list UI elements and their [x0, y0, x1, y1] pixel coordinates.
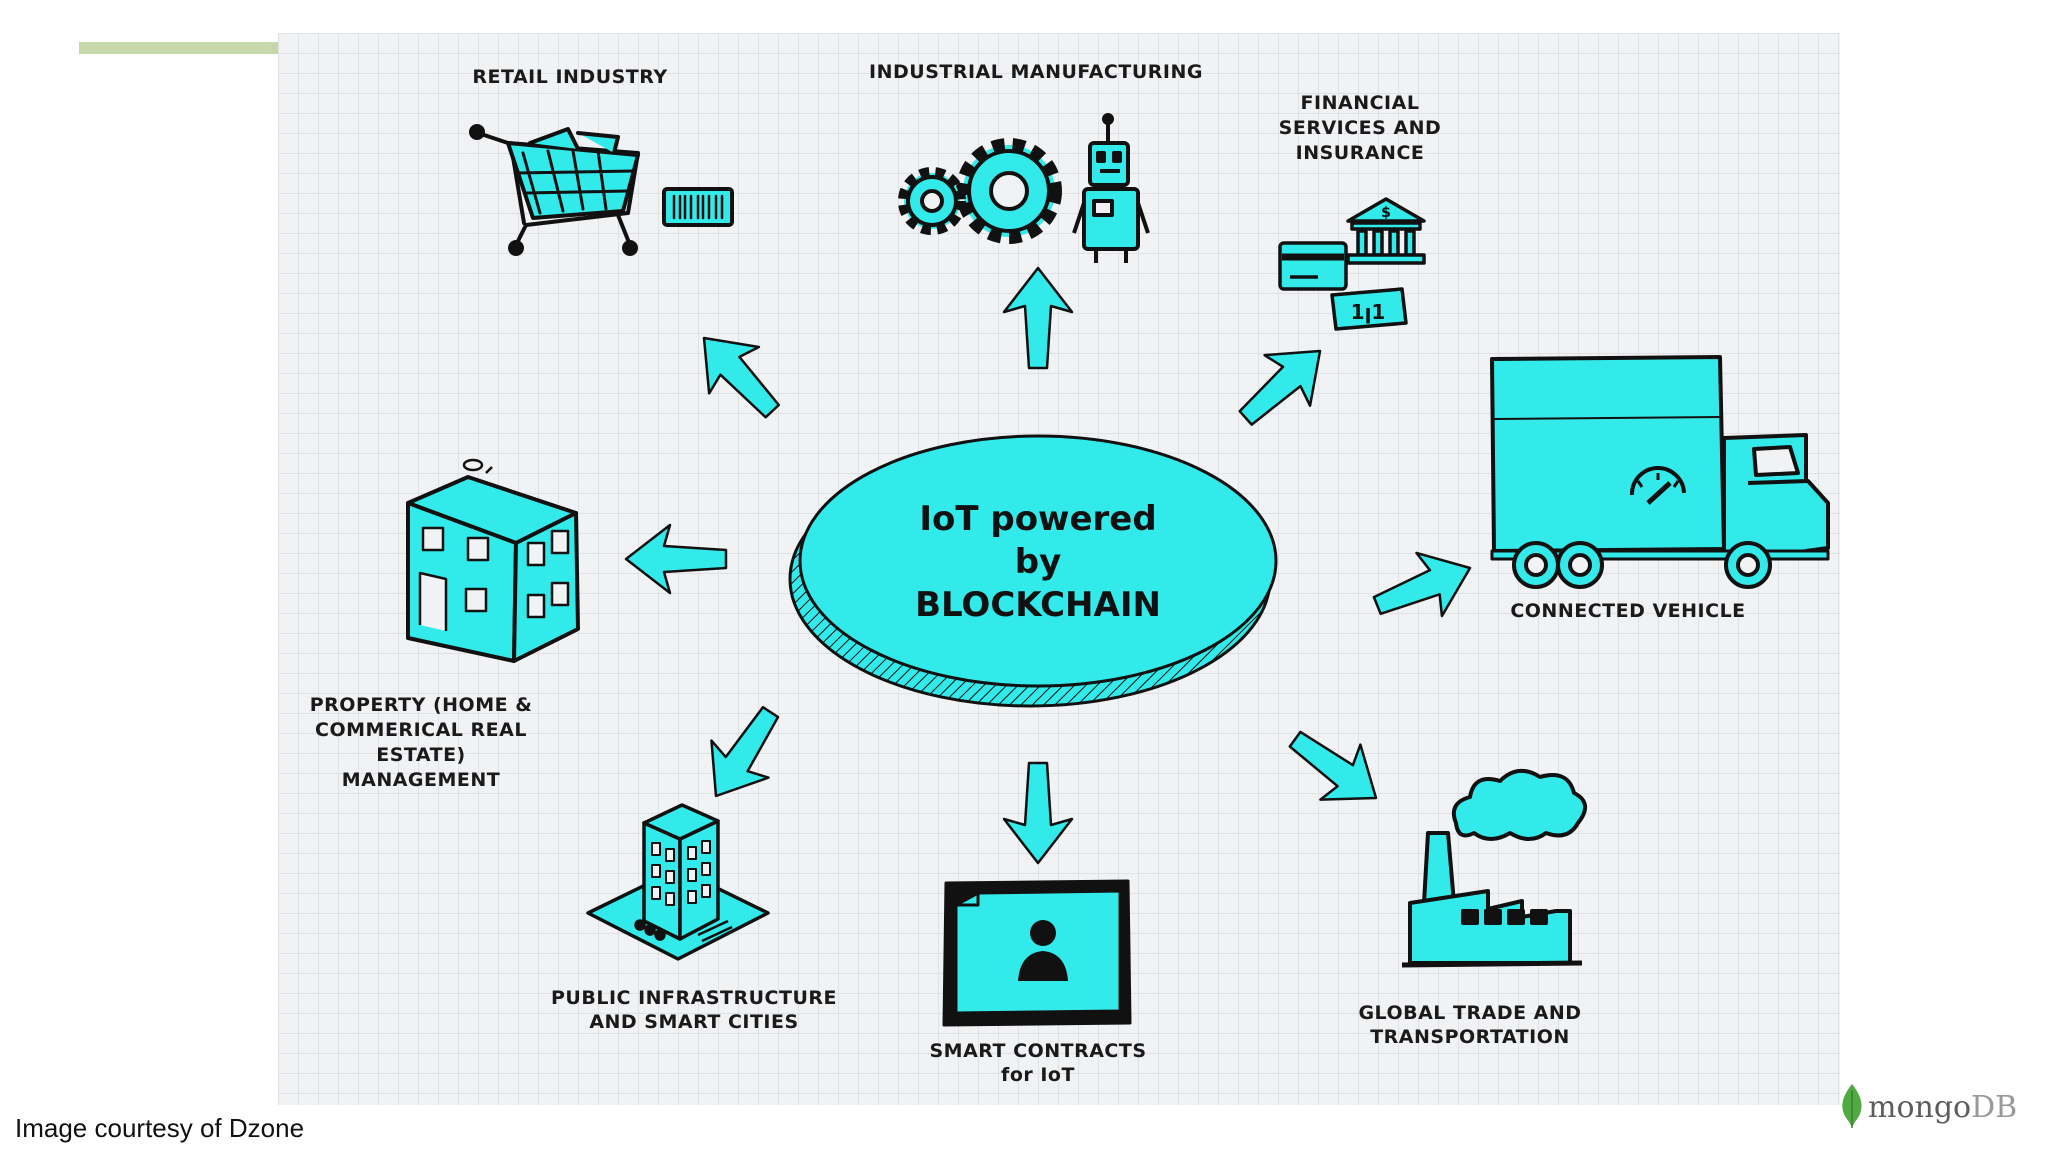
arrow-vehicle [1363, 535, 1484, 639]
house-building-icon [406, 458, 580, 663]
arrow-infrastructure [686, 692, 801, 816]
trade-label-line2: TRANSPORTATION [1370, 1026, 1570, 1048]
arrow-contracts [1002, 761, 1074, 865]
logo-text-db: DB [1971, 1090, 2018, 1125]
contracts-label-line1: SMART CONTRACTS [929, 1040, 1146, 1062]
bank-card-icon: $ 1ꞁ1 [1278, 197, 1426, 331]
logo-wordmark: mongoDB [1868, 1090, 2017, 1125]
logo-text-main: mongo [1868, 1090, 1972, 1125]
property-label-line4: MANAGEMENT [342, 769, 501, 791]
arrow-financial [1221, 324, 1345, 445]
contracts-label-line2: for IoT [1001, 1064, 1075, 1086]
property-label-line1: PROPERTY (HOME & [310, 694, 533, 716]
svg-text:1ꞁ1: 1ꞁ1 [1351, 300, 1386, 324]
svg-text:$: $ [1381, 205, 1391, 221]
infrastructure-label-line2: AND SMART CITIES [589, 1011, 798, 1033]
gears-robot-icon [898, 113, 1150, 263]
hub-disc: IoT powered by BLOCKCHAIN [788, 434, 1278, 708]
factory-icon [1401, 769, 1587, 968]
financial-label-line2: SERVICES AND [1279, 117, 1442, 139]
manufacturing-label-line1: INDUSTRIAL MANUFACTURING [869, 61, 1203, 83]
financial-label-line1: FINANCIAL [1301, 92, 1420, 114]
arrow-trade [1273, 710, 1398, 827]
infrastructure-label-line1: PUBLIC INFRASTRUCTURE [551, 987, 837, 1009]
diagram-panel: IoT powered by BLOCKCHAIN RETAIL INDUSTR… [278, 33, 1840, 1105]
vehicle-label-line1: CONNECTED VEHICLE [1510, 600, 1745, 622]
trade-label-line1: GLOBAL TRADE AND [1358, 1002, 1581, 1024]
property-label-line2: COMMERICAL REAL [315, 719, 527, 741]
truck-icon [1490, 355, 1830, 589]
contract-document-icon [942, 879, 1132, 1027]
shopping-cart-icon [469, 124, 734, 256]
arrow-retail [677, 313, 799, 436]
hub-title-line3: BLOCKCHAIN [915, 585, 1161, 625]
accent-bar [79, 42, 279, 54]
city-building-icon [586, 803, 770, 961]
financial-label-line3: INSURANCE [1296, 142, 1425, 164]
image-caption: Image courtesy of Dzone [15, 1113, 305, 1143]
arrow-manufacturing [1002, 266, 1074, 370]
arrow-property [624, 523, 728, 595]
diagram-svg: IoT powered by BLOCKCHAIN RETAIL INDUSTR… [310, 61, 1830, 1086]
hub-title-line1: IoT powered [919, 499, 1156, 539]
retail-label-line1: RETAIL INDUSTRY [472, 66, 667, 88]
leaf-icon [1842, 1084, 1862, 1128]
hub-title-line2: by [1015, 542, 1062, 582]
property-label-line3: ESTATE) [376, 744, 466, 766]
mongodb-logo: mongoDB [1838, 1082, 2028, 1132]
